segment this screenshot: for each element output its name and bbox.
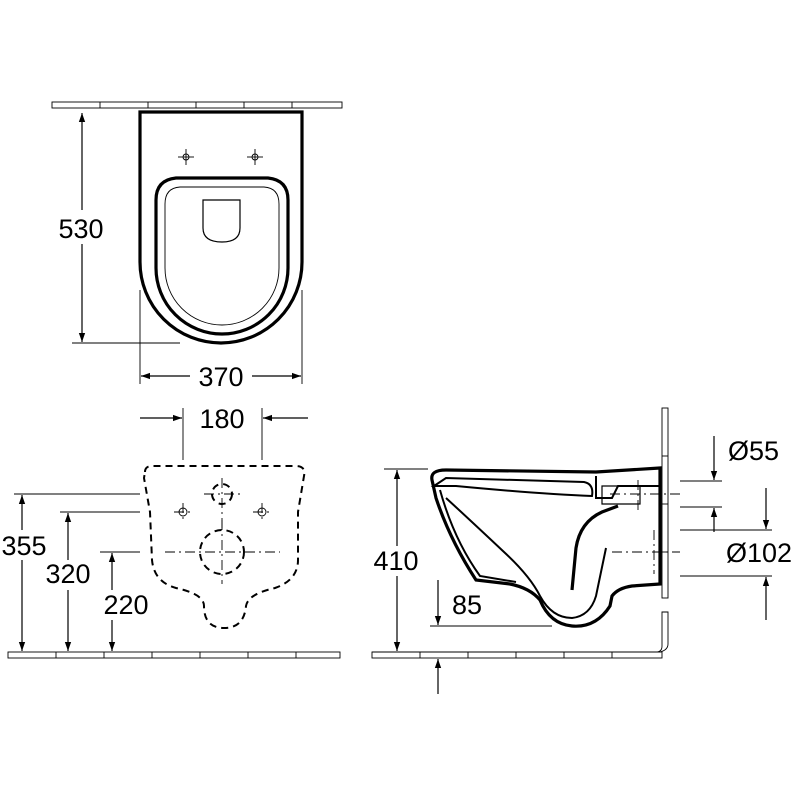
bowl-profile-side	[430, 466, 662, 628]
height-220-label: 220	[103, 590, 148, 620]
bolt-spacing-label: 180	[199, 404, 244, 434]
water-opening	[202, 199, 241, 243]
side-floor-strip	[371, 611, 669, 659]
bowl-outline-top	[138, 110, 304, 345]
dimension-220: 220	[86, 553, 149, 651]
dimension-depth: 530	[52, 113, 180, 344]
rear-view: 180 355	[0, 404, 341, 659]
height-320-label: 320	[45, 559, 90, 589]
inlet-diameter-label: Ø55	[728, 436, 779, 466]
width-label: 370	[198, 362, 243, 392]
height-355-label: 355	[1, 531, 46, 561]
outlet-diameter-label: Ø102	[726, 538, 792, 568]
dimension-410: 410	[368, 470, 426, 651]
side-wall-strip	[661, 407, 669, 599]
dimension-320: 320	[42, 513, 96, 651]
bowl-rim-side	[430, 476, 594, 498]
bowl-inner-wall	[445, 497, 607, 620]
depth-label: 530	[58, 214, 103, 244]
bolt-left-icon	[174, 503, 192, 521]
dimension-dia55: Ø55	[710, 436, 779, 532]
dimension-bolt-spacing: 180	[140, 404, 308, 460]
rim-height-label: 410	[373, 546, 418, 576]
rear-floor-strip	[7, 651, 341, 659]
flush-inlet	[601, 485, 641, 505]
bolt-right-icon	[253, 503, 271, 521]
dimension-width: 370	[139, 290, 303, 392]
trap-profile	[570, 504, 619, 591]
inlet-circle-icon	[204, 478, 240, 528]
outlet-height-label: 85	[452, 590, 482, 620]
outlet-circle-icon	[165, 520, 280, 584]
dimension-355: 355	[0, 495, 50, 651]
dimension-dia102: Ø102	[726, 488, 792, 620]
bowl-rim-top	[154, 176, 290, 336]
trap-upper	[595, 476, 660, 499]
mounting-hole-right-icon	[247, 149, 263, 165]
dimension-85: 85	[434, 580, 482, 694]
top-wall-strip	[51, 101, 343, 109]
bowl-inner-top	[164, 186, 280, 326]
mounting-hole-left-icon	[178, 149, 194, 165]
side-view: 410 85 Ø55 Ø102	[368, 407, 792, 694]
rear-silhouette	[142, 465, 306, 630]
top-view: 530 370	[51, 101, 343, 392]
bowl-outer-wall	[439, 489, 517, 583]
